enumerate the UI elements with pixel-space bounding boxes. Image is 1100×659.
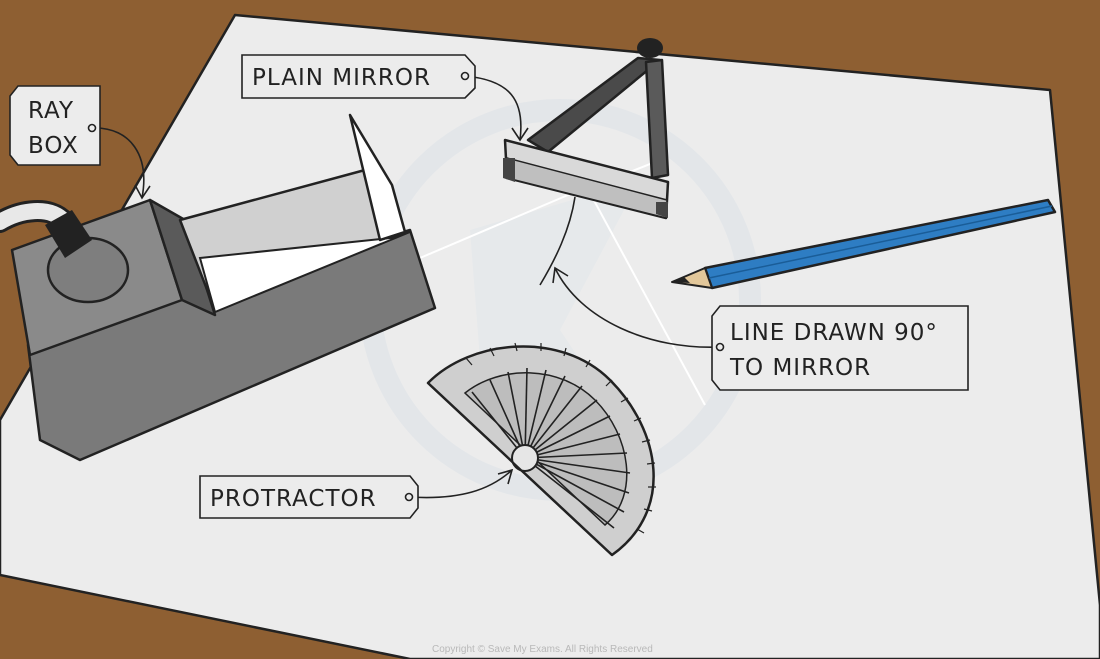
label-plain-mirror: PLAIN MIRROR — [241, 54, 476, 99]
incident-ray-line — [419, 191, 576, 259]
plain-mirror-label: PLAIN MIRROR — [252, 65, 431, 91]
ray-box-label-line1: RAY — [28, 98, 74, 124]
mirror-stand — [526, 38, 670, 180]
copyright-notice: Copyright © Save My Exams. All Rights Re… — [432, 644, 653, 655]
plain-mirror-arrow — [464, 75, 522, 141]
label-line-drawn: LINE DRAWN 90° TO MIRROR — [711, 305, 969, 391]
ray-box-label-line2: BOX — [28, 133, 79, 159]
mirror-curve — [539, 196, 576, 286]
pencil-wood-tip — [671, 267, 713, 289]
line-drawn-label-line2: TO MIRROR — [729, 355, 871, 381]
line-drawn-arrow — [554, 267, 721, 348]
protractor-ticks — [465, 342, 656, 534]
protractor-label: PROTRACTOR — [210, 486, 377, 512]
protractor-scale-lines — [471, 367, 631, 529]
label-protractor: PROTRACTOR — [199, 475, 419, 519]
ray-box-lens-flap — [348, 113, 407, 242]
protractor — [426, 342, 656, 557]
ray-box-arrow — [94, 127, 145, 199]
protractor-center — [511, 444, 539, 472]
protractor-arrow — [409, 469, 513, 499]
plain-mirror — [503, 138, 670, 220]
label-ray-box: RAY BOX — [9, 85, 101, 166]
line-drawn-label-line1: LINE DRAWN 90° — [730, 320, 938, 346]
pencil-lead-tip — [671, 277, 690, 283]
ray-box — [0, 113, 437, 462]
label-arrows — [94, 75, 721, 499]
pencil — [671, 198, 1057, 290]
